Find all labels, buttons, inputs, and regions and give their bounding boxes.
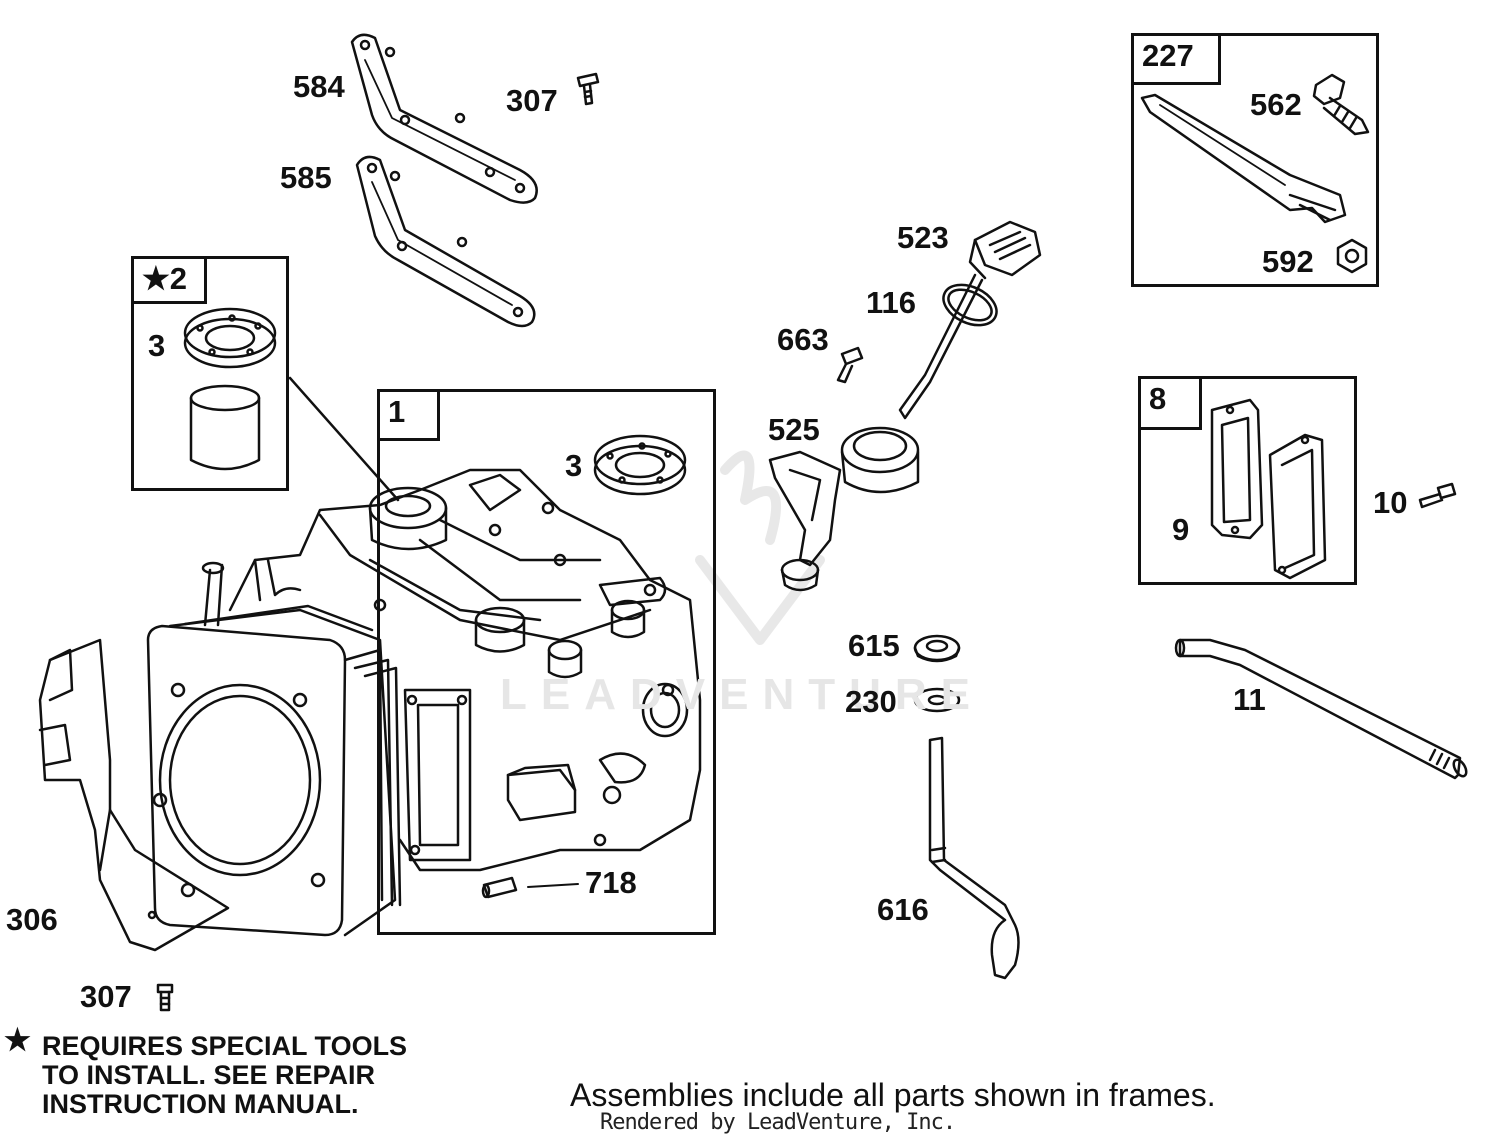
bracket-227-part [1140,93,1347,224]
callout-306: 306 [6,902,58,937]
gasket-585-part [355,155,536,328]
oil-fill-tube-525-part [768,426,920,592]
bolt-562-part [1312,73,1370,136]
screw-307-top-part [576,72,600,106]
bushing-part [189,384,261,471]
callout-525: 525 [768,412,820,447]
callout-562: 562 [1250,87,1302,122]
callout-3-block: 3 [565,448,583,483]
frame-bracket-227 [1131,33,1379,287]
dowel-pin-718-part [481,876,579,899]
callout-10: 10 [1373,485,1408,520]
callout-615: 615 [848,628,900,663]
governor-shaft-616-part [928,736,1020,980]
callout-3-kit: 3 [148,328,166,363]
cylinder-block-part [146,468,702,937]
watermark-text: LEADVENTURE [500,670,985,719]
watermark-logo [695,450,825,645]
gasket-9-part [1210,398,1264,540]
nut-592-part [1336,238,1368,274]
frame-bracket-227-label: 227 [1131,33,1221,85]
rendered-by-credit: Rendered by LeadVenture, Inc. [600,1110,956,1135]
note-line-2: TO INSTALL. SEE REPAIR [42,1060,376,1090]
callout-616: 616 [877,892,929,927]
gasket-584-part [350,33,538,204]
callout-230: 230 [845,684,897,719]
frame-kit-2-label: ★2 [131,256,207,304]
breather-cover-part [1268,433,1327,580]
dipstick-rod-part [898,273,984,420]
callout-307-top: 307 [506,83,558,118]
screw-663-part [836,346,864,384]
air-baffle-306-part [38,638,230,952]
callout-663: 663 [777,322,829,357]
callout-116: 116 [866,285,917,320]
callout-9: 9 [1172,512,1190,547]
frame-cover-8-label: 8 [1138,376,1202,430]
callout-584: 584 [293,69,345,104]
screw-10-part [1418,482,1457,509]
frame-block-1 [377,389,716,935]
callout-523: 523 [897,220,949,255]
callout-592: 592 [1262,244,1314,279]
note-line-3: INSTRUCTION MANUAL. [42,1089,359,1119]
breather-tube-11-part [1174,638,1468,780]
screw-307-bottom-part [156,983,174,1012]
callout-307-bottom: 307 [80,979,132,1014]
frame-block-1-label: 1 [377,389,440,441]
seal-3-part [593,434,687,496]
note-line-1: REQUIRES SPECIAL TOOLS [42,1031,408,1061]
star-icon: ★ [4,1024,31,1057]
seal-3-kit-part [183,307,277,369]
frame-cover-8 [1138,376,1357,585]
callout-11: 11 [1233,682,1266,717]
leader-line-kit2 [288,376,400,502]
washer-615-part [913,634,961,663]
callout-585: 585 [280,160,332,195]
frame-kit-2 [131,256,289,491]
washer-230-part [913,687,961,713]
dipstick-cap-523-part [968,220,1042,280]
assemblies-footer-text: Assemblies include all parts shown in fr… [570,1077,1216,1113]
callout-718: 718 [585,865,637,900]
